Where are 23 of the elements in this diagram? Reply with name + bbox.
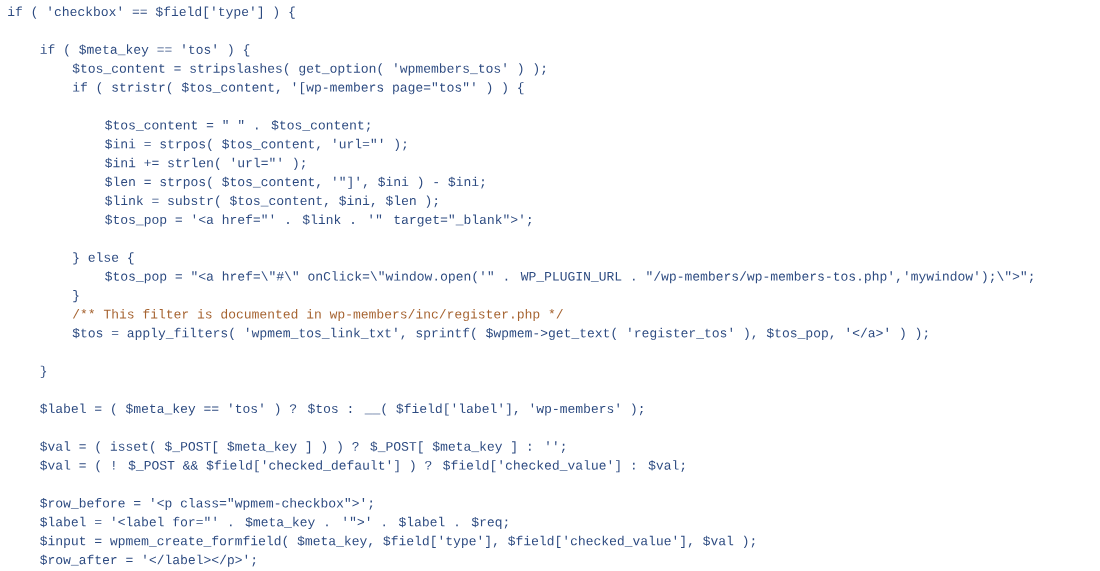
code-line: }	[73, 290, 79, 303]
code-line: /** This filter is documented in wp-members/inc/register.php */	[72, 308, 563, 322]
code-line: $label = '<label for="' . $meta_key . '">' . $label . $req;	[40, 516, 508, 529]
code-line: $tos_content = stripslashes( get_option( 'wpmembers_tos' ) );	[72, 63, 546, 76]
code-line: $row_before = '<p class="wpmem-checkbox">';	[40, 497, 373, 511]
code-line: $ini = strpos( $tos_content, 'url="' );	[105, 138, 407, 151]
code-line: }	[40, 365, 47, 378]
code-line: $tos_content = " " . $tos_content;	[105, 119, 370, 132]
code-line: $len = strpos( $tos_content, '"]', $ini ) - $ini;	[105, 176, 485, 189]
code-line: $val = ( isset( $_POST[ $meta_key ] ) ) ? $_POST[ $meta_key ] : '';	[40, 441, 565, 454]
code-line: if ( $meta_key == 'tos' ) {	[40, 44, 250, 57]
code-line: if ( 'checkbox' == $field['type'] ) {	[8, 6, 295, 19]
code-line: $tos_pop = "<a href=\"#\" onClick=\"window.open('" . WP_PLUGIN_URL . "/wp-members/wp-members-tos.php','mywindow');\">";	[105, 271, 1033, 284]
code-line: } else {	[73, 252, 134, 265]
code-line: $tos_pop = '<a href="' . $link . '" target="_blank">';	[105, 214, 531, 227]
code-line: $row_after = '</label></p>';	[40, 554, 256, 567]
code-line: $val = ( ! $_POST && $field['checked_default'] ) ? $field['checked_value'] : $val;	[40, 460, 685, 473]
code-line: $ini += strlen( 'url="' );	[105, 157, 305, 170]
code-line: if ( stristr( $tos_content, '[wp-members page="tos"' ) ) {	[73, 82, 524, 95]
code-line: $tos = apply_filters( 'wpmem_tos_link_txt', sprintf( $wpmem->get_text( 'register_tos' ), $tos_pop, '</a>' ) );	[72, 327, 928, 340]
code-line: $input = wpmem_create_formfield( $meta_key, $field['type'], $field['checked_value'], $val );	[40, 535, 755, 548]
code-line: $label = ( $meta_key == 'tos' ) ? $tos : __( $field['label'], 'wp-members' );	[40, 403, 643, 416]
code-line: $link = substr( $tos_content, $ini, $len );	[105, 195, 438, 208]
